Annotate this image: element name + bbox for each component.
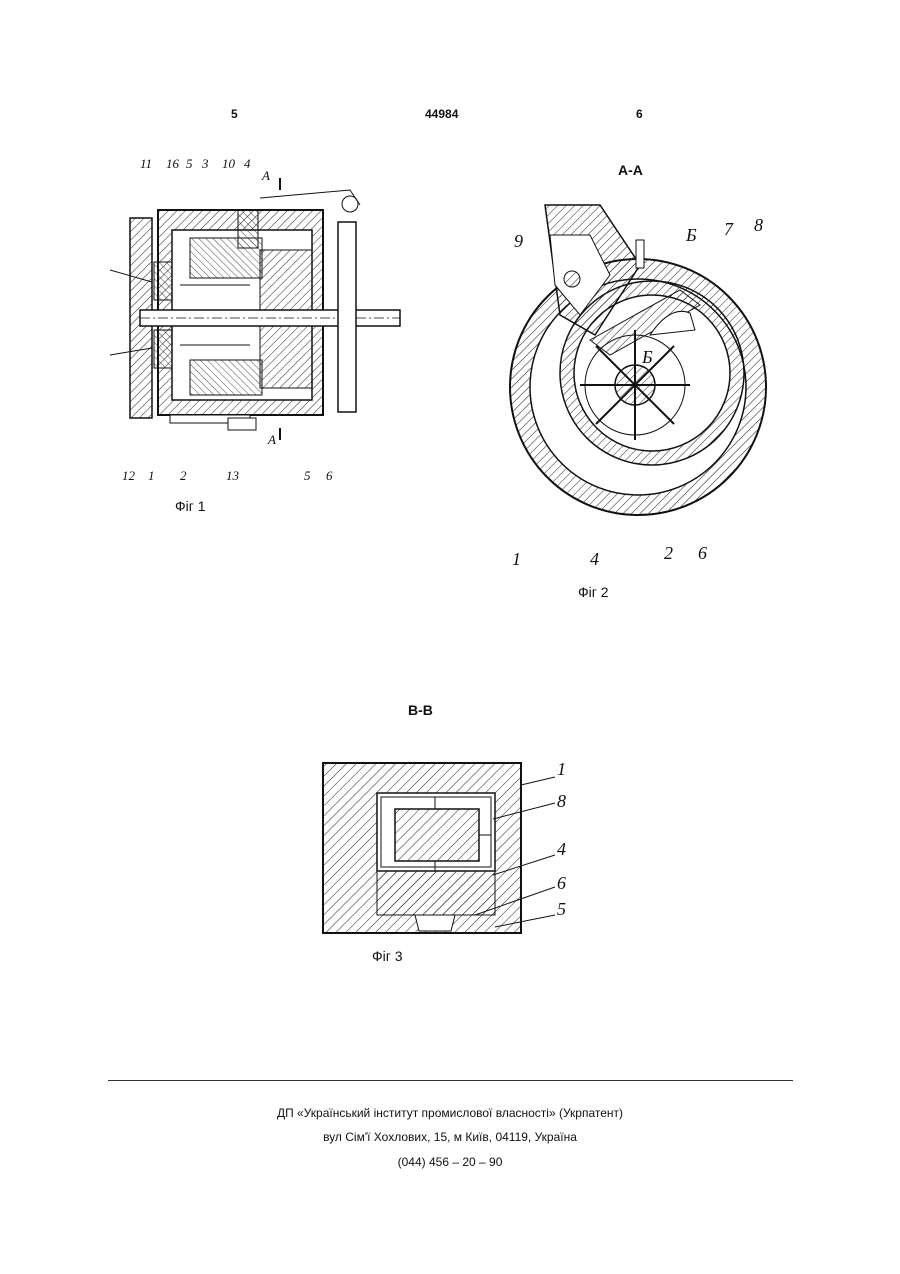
fig2-label-1: 1 [512,549,521,569]
fig2-label-6: 6 [698,543,707,563]
fig2-label-8: 8 [754,215,763,235]
fig3-label-5: 5 [557,899,566,919]
fig2-label-2: 2 [664,543,673,563]
figure-1-caption: Фіг 1 [175,498,206,514]
fig1-section-a-top: А [261,168,270,183]
figure-3-drawing: 1 8 4 6 5 [315,755,585,940]
figure-2-caption: Фіг 2 [578,584,609,600]
footer-address: вул Сім'ї Хохлових, 15, м Київ, 04119, У… [0,1130,900,1144]
fig1-label-1: 1 [148,468,155,483]
fig1-label-6: 6 [326,468,333,483]
footer-divider [108,1080,793,1081]
fig1-label-5: 5 [186,156,193,171]
fig2-label-b-top: Б [685,225,697,245]
fig2-label-4: 4 [590,549,599,569]
fig1-label-10: 10 [222,156,236,171]
fig1-label-3: 3 [201,156,209,171]
fig3-label-4: 4 [557,839,566,859]
fig1-label-13: 13 [226,468,240,483]
fig3-label-8: 8 [557,791,566,811]
fig1-label-5b: 5 [304,468,311,483]
fig2-label-b-center: Б [641,347,653,367]
patent-number: 44984 [425,107,458,121]
fig3-label-6: 6 [557,873,566,893]
fig2-label-9: 9 [514,231,523,251]
fig1-section-a-bottom: А [267,432,276,447]
footer-organization: ДП «Український інститут промислової вла… [0,1106,900,1120]
fig1-label-11: 11 [140,156,152,171]
figure-1-drawing: 11 16 5 3 10 4 А 12 1 2 13 А 5 6 [110,150,410,490]
fig1-label-2: 2 [180,468,187,483]
figure-2-section-title: А-А [618,162,643,178]
fig2-label-7: 7 [724,219,734,239]
fig1-label-16: 16 [166,156,180,171]
footer-phone: (044) 456 – 20 – 90 [0,1155,900,1169]
figure-2-drawing: 9 Б 7 8 Б 1 4 2 6 [500,195,790,575]
figure-3-caption: Фіг 3 [372,948,403,964]
fig1-label-4: 4 [244,156,251,171]
fig1-label-12: 12 [122,468,136,483]
figure-3-section-title: В-В [408,702,433,718]
page-number-left: 5 [231,107,238,121]
page-number-right: 6 [636,107,643,121]
fig3-label-1: 1 [557,759,566,779]
